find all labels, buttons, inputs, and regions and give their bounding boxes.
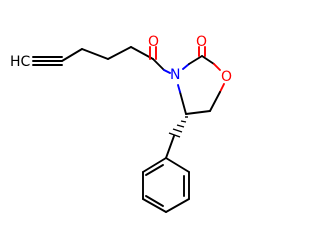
atom-label-acyl-oxygen: O (148, 34, 159, 50)
ring-bond-c2-o1-tip (213, 63, 221, 71)
atom-label-ring-oxygen: O (221, 69, 232, 85)
molecule-drawing: HC O N O O (10, 34, 232, 213)
ring-bond-c2-o1 (201, 55, 215, 65)
ring-bond-n-c2-tip (182, 63, 190, 70)
atom-label-nitrogen: N (170, 67, 180, 83)
benzyl-bond (165, 135, 175, 159)
stereo-hashed-wedge (168, 116, 188, 138)
ring-bond-o1-c5-tip (219, 83, 225, 93)
ring-bond-o1-c5 (209, 91, 221, 112)
ring-bond-c4-n (179, 91, 187, 115)
chain-bond-2 (81, 48, 109, 60)
ring-bond-n-c2 (188, 55, 203, 65)
structure-canvas: HC O N O O (10, 34, 232, 213)
ring-bond-c5-c4 (185, 110, 211, 115)
acyl-to-n-bond-tip (163, 69, 171, 74)
atom-label-hc: HC (10, 54, 31, 70)
atom-label-ring-carbonyl-oxygen: O (196, 34, 207, 50)
chain-bond-1 (61, 48, 83, 62)
chain-bond-3 (107, 46, 132, 60)
benzene-ring (142, 157, 190, 213)
acyl-to-n-bond (152, 58, 165, 71)
ring-bond-c4-n-tip (177, 84, 181, 93)
